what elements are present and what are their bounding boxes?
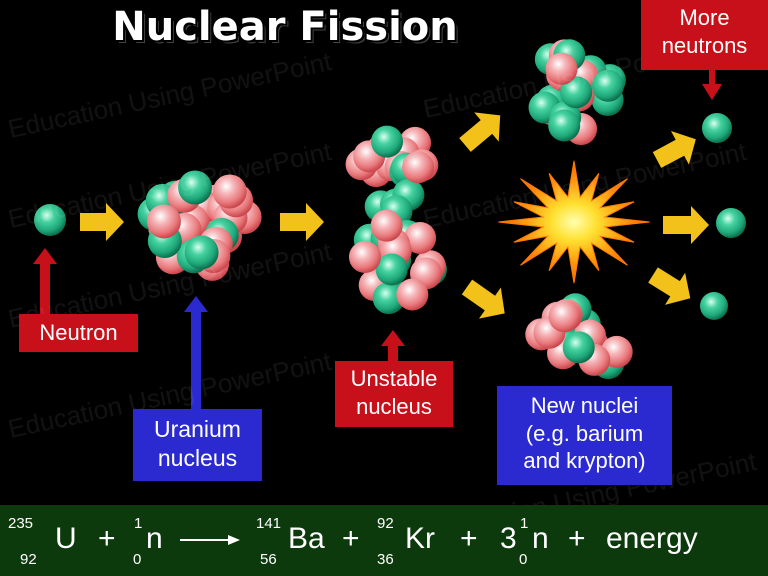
- unstable-nucleon: [375, 253, 408, 286]
- n-atomic-number: 0: [133, 551, 142, 568]
- unstable-nucleon: [402, 151, 435, 184]
- new-nuclei-label: New nuclei (e.g. barium and krypton): [497, 386, 672, 485]
- arrows-group: [33, 68, 722, 412]
- plus-sign: +: [568, 522, 586, 555]
- neutron-symbol: n: [532, 522, 549, 555]
- barium-symbol: Ba: [288, 522, 325, 555]
- yellow-arrow: [663, 206, 709, 244]
- neutron-pointer-head: [33, 248, 57, 264]
- uranium-symbol: U: [55, 522, 77, 555]
- krypton-nucleon: [562, 331, 595, 364]
- uranium-label: Uranium nucleus: [133, 409, 262, 481]
- released-neutron: [702, 113, 732, 143]
- yellow-arrow: [652, 131, 696, 168]
- more-neutrons-pointer-head: [702, 84, 722, 100]
- more-neutrons-line2: neutrons: [661, 32, 748, 58]
- u-atomic-number: 92: [20, 551, 37, 568]
- unstable-nucleon: [372, 282, 405, 315]
- neutron-coefficient: 3: [500, 522, 517, 555]
- kr-atomic-number: 36: [377, 551, 394, 568]
- unstable-nucleon: [370, 209, 403, 242]
- unstable-label-line2: nucleus: [356, 393, 432, 419]
- plus-sign: +: [460, 522, 478, 555]
- barium-nucleon: [545, 52, 578, 85]
- incoming-neutron: [34, 204, 66, 236]
- n2-mass-number: 1: [520, 515, 529, 532]
- barium-nucleon: [560, 76, 593, 109]
- unstable-label: Unstable nucleus: [335, 361, 453, 427]
- uranium-label-line1: Uranium: [154, 416, 241, 442]
- barium-nucleon: [591, 69, 624, 102]
- unstable-pointer-head: [381, 330, 405, 346]
- yellow-arrow: [648, 267, 691, 305]
- uranium-nucleon: [212, 174, 247, 209]
- plus-sign: +: [342, 522, 360, 555]
- kr-mass-number: 92: [377, 515, 394, 532]
- new-nuclei-line3: and krypton): [523, 448, 646, 473]
- unstable-nucleon: [371, 125, 404, 158]
- energy-term: energy: [606, 522, 698, 555]
- more-neutrons-pointer: [709, 68, 715, 86]
- u-mass-number: 235: [8, 515, 34, 532]
- plus-sign: +: [98, 522, 116, 555]
- barium-nucleon: [548, 109, 581, 142]
- uranium-nucleon: [146, 204, 181, 239]
- unstable-nucleon: [348, 241, 381, 274]
- equation-bar: [0, 505, 768, 576]
- unstable-nucleon: [404, 221, 437, 254]
- unstable-pointer: [388, 344, 398, 363]
- yellow-arrow: [80, 203, 124, 241]
- uranium-pointer-head: [184, 296, 208, 312]
- ba-atomic-number: 56: [260, 551, 277, 568]
- nucleons-group: [34, 39, 746, 380]
- more-neutrons-label: More neutrons: [641, 0, 768, 70]
- unstable-nucleon: [396, 278, 429, 311]
- uranium-nucleon: [178, 170, 213, 205]
- krypton-nucleon: [548, 300, 581, 333]
- released-neutron: [700, 292, 728, 320]
- neutron-symbol: n: [146, 522, 163, 555]
- new-nuclei-line2: (e.g. barium: [525, 420, 644, 446]
- n-mass-number: 1: [134, 515, 143, 532]
- krypton-symbol: Kr: [405, 522, 435, 555]
- uranium-pointer: [191, 310, 201, 412]
- n2-atomic-number: 0: [519, 551, 528, 568]
- page-title: Nuclear Fission: [112, 4, 458, 50]
- yellow-arrow: [459, 112, 501, 152]
- uranium-nucleon: [184, 235, 219, 270]
- new-nuclei-line1: New nuclei: [530, 393, 639, 418]
- ba-mass-number: 141: [256, 515, 282, 532]
- reaction-arrow-icon: [180, 535, 240, 545]
- more-neutrons-line1: More: [679, 5, 730, 30]
- explosion-burst: [498, 160, 650, 284]
- released-neutron: [716, 208, 746, 238]
- neutron-pointer: [40, 262, 50, 316]
- uranium-label-line2: nucleus: [157, 444, 238, 471]
- yellow-arrow: [280, 203, 324, 241]
- yellow-arrow: [461, 279, 505, 319]
- neutron-label: Neutron: [19, 314, 138, 352]
- unstable-label-line1: Unstable: [350, 366, 438, 391]
